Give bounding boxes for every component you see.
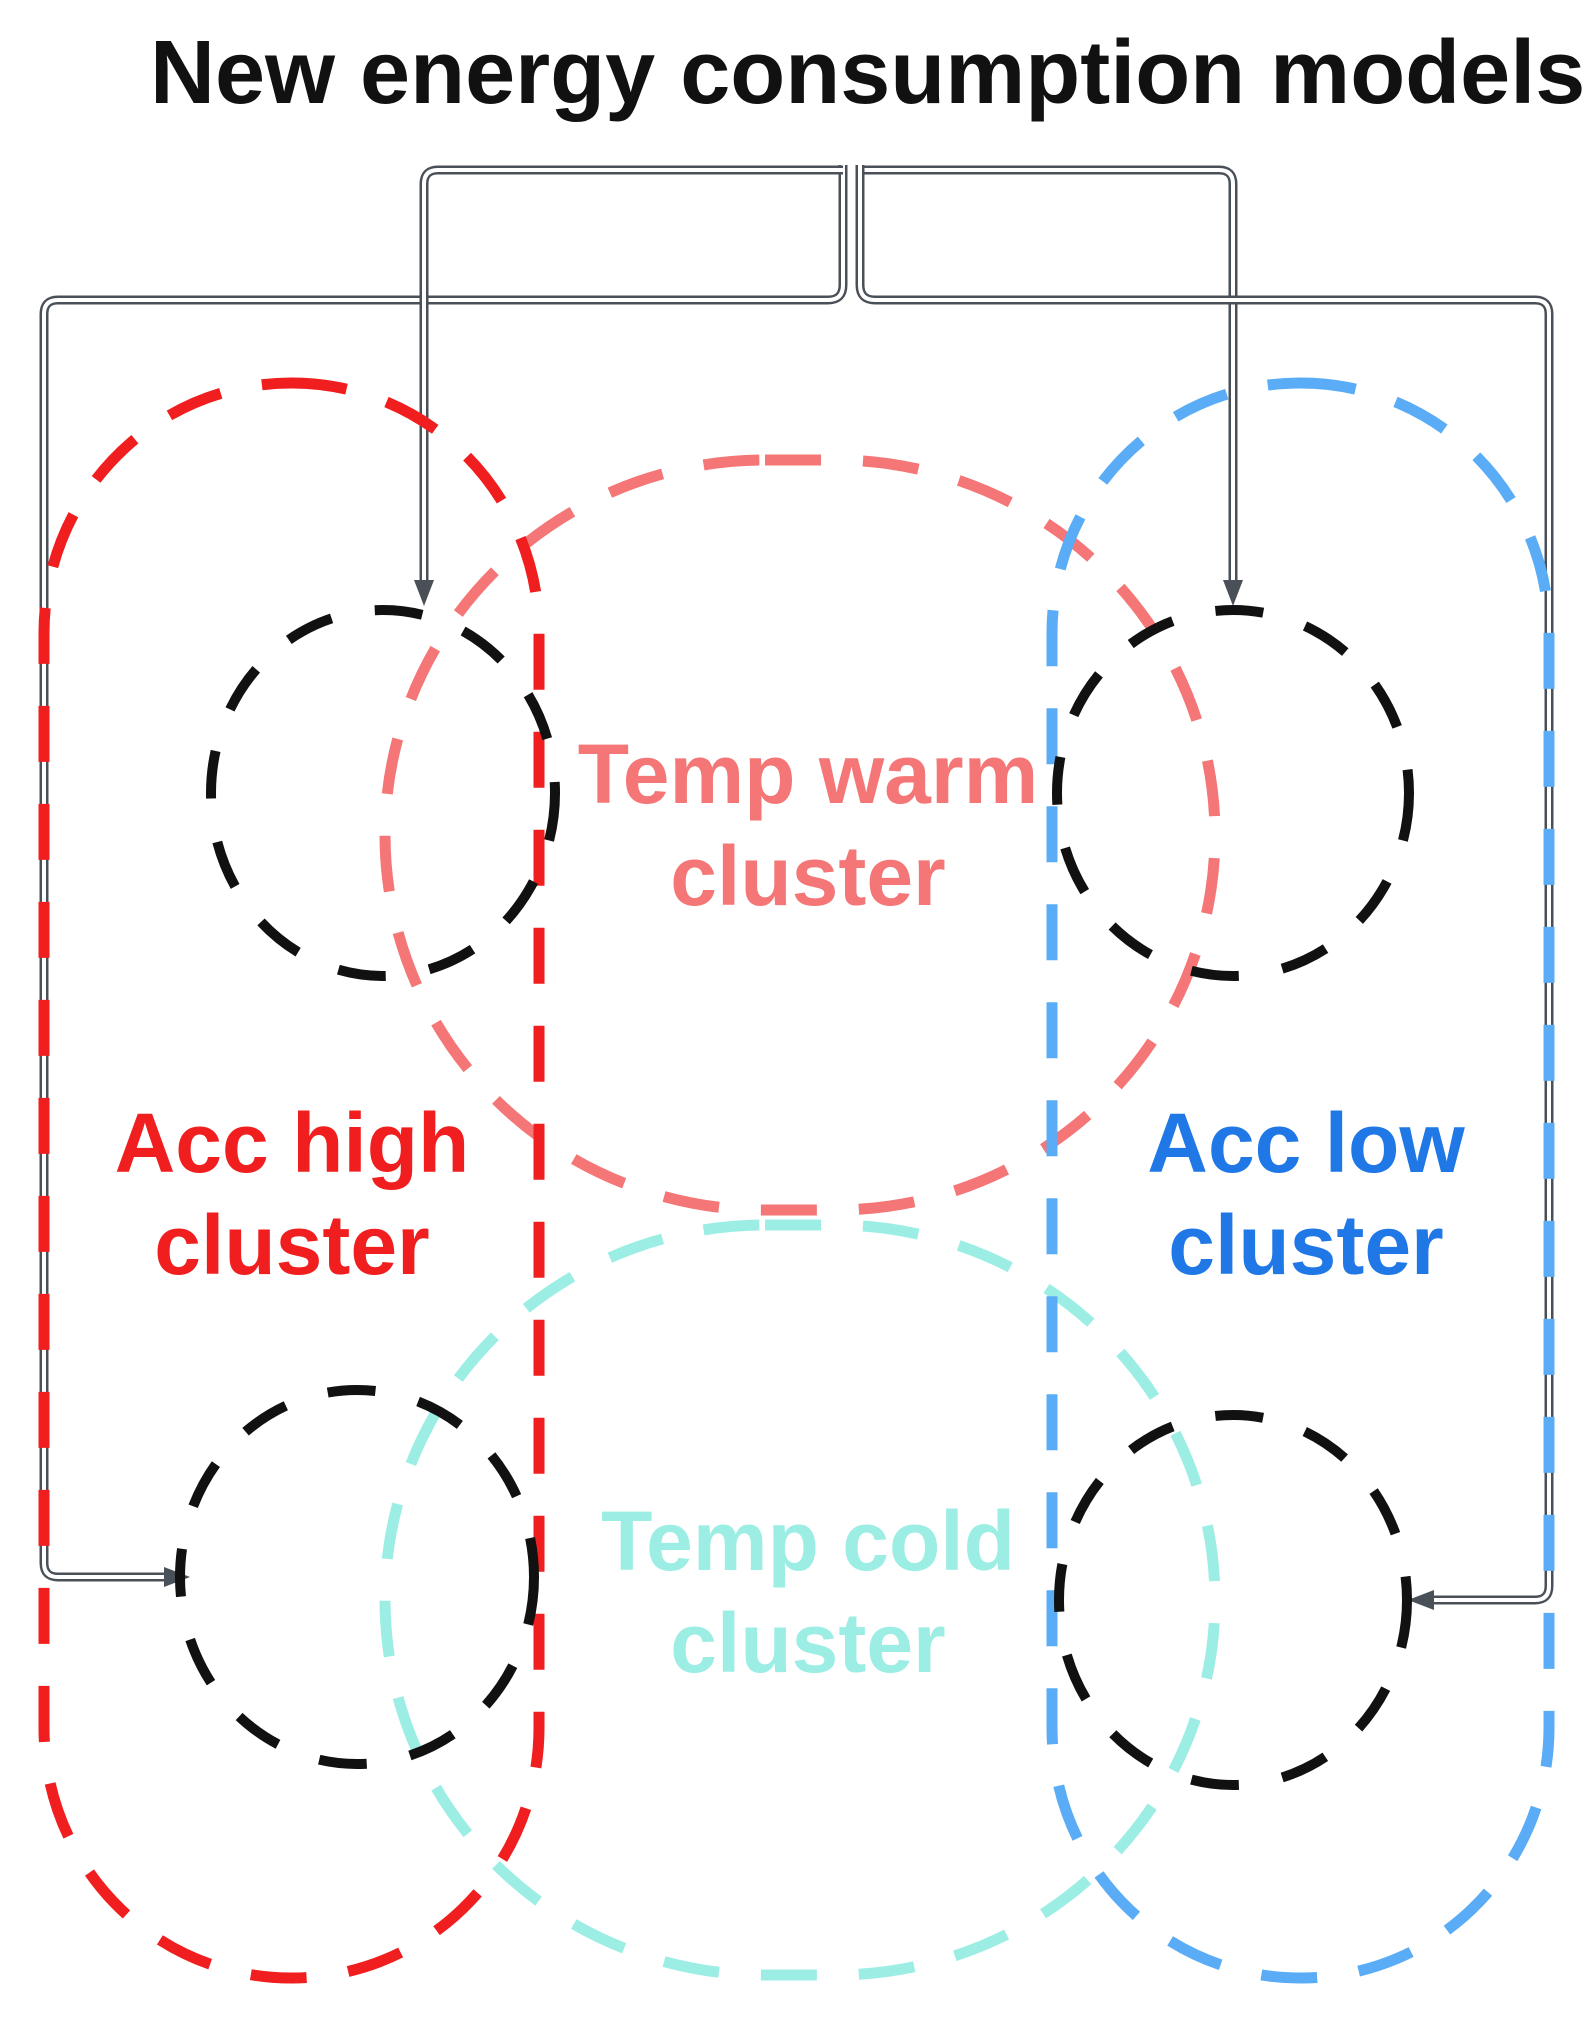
temp-cold-cluster-region <box>379 1219 1221 1981</box>
arrow-down-icon <box>1223 580 1243 606</box>
arrow-left-icon <box>1408 1590 1434 1610</box>
diagram-title: New energy consumption models <box>150 23 1585 123</box>
model-circle-acc-low-cold <box>1054 1410 1412 1790</box>
acc-low-label-line2: cluster <box>1168 1198 1443 1292</box>
acc-low-label-line1: Acc low <box>1147 1096 1465 1190</box>
temp-warm-label-line2: cluster <box>670 829 945 923</box>
connector-to-acc-high-warm-model <box>419 165 843 590</box>
acc-high-label: Acc high cluster <box>115 1096 470 1292</box>
acc-low-cluster-region <box>1046 377 1555 1984</box>
connector-lines <box>39 165 1554 1610</box>
model-circle-acc-high-cold <box>175 1385 539 1769</box>
acc-low-label: Acc low cluster <box>1147 1096 1465 1292</box>
model-circle-acc-high-warm <box>206 605 560 981</box>
connector-to-acc-low-cold-model <box>855 165 1554 1605</box>
temp-cold-label-line1: Temp cold <box>601 1494 1015 1588</box>
arrow-down-icon <box>414 580 434 606</box>
temp-warm-label: Temp warm cluster <box>578 727 1039 923</box>
acc-high-label-line2: cluster <box>154 1198 429 1292</box>
acc-high-cluster-region <box>38 377 545 1984</box>
temp-cold-label-line2: cluster <box>670 1596 945 1690</box>
temp-warm-cluster-region <box>379 454 1221 1216</box>
acc-high-label-line1: Acc high <box>115 1096 470 1190</box>
temp-cold-label: Temp cold cluster <box>601 1494 1015 1690</box>
model-circle-acc-low-warm <box>1052 605 1414 981</box>
temp-warm-label-line1: Temp warm <box>578 727 1039 821</box>
